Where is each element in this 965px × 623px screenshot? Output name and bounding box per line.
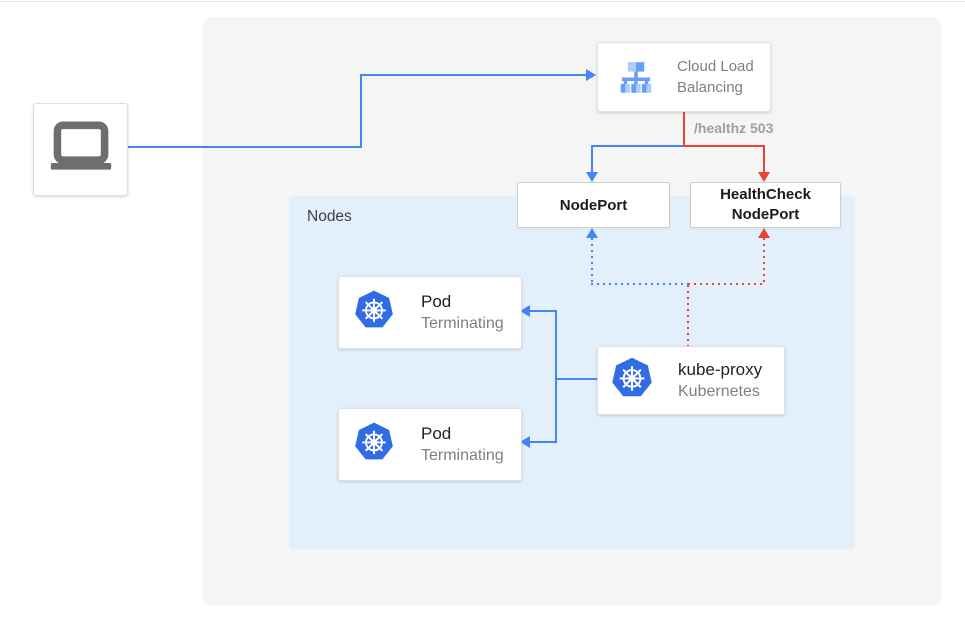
kube-proxy-node: kube-proxy Kubernetes [597, 346, 785, 415]
nodeport-node: NodePort [517, 182, 670, 228]
edge-lb-down-red [683, 110, 685, 147]
client-node [33, 103, 128, 196]
arrowhead-proxy-to-nodeport [586, 228, 598, 238]
edge-pods-v [555, 310, 557, 443]
arrowhead-into-pod1 [520, 305, 530, 317]
edge-proxy-out-h [555, 378, 597, 380]
dotted-red-h [688, 283, 765, 285]
edge-client-to-lb-v [360, 74, 362, 148]
arrowhead-into-healthcheck [758, 172, 770, 182]
pod-title: Pod [421, 292, 452, 311]
arrowhead-into-nodeport [586, 172, 598, 182]
cloud-load-balancing-label: Cloud Load Balancing [677, 58, 754, 96]
edge-to-pod2-h [529, 441, 557, 443]
pod-node-2: Pod Terminating [338, 408, 522, 481]
edge-to-pod1-h [529, 310, 557, 312]
edge-to-healthcheck-v [763, 145, 765, 172]
arrowhead-into-pod2 [520, 436, 530, 448]
nodeport-label: NodePort [559, 196, 628, 214]
healthcheck-label-line2: NodePort [731, 206, 800, 223]
pod-status: Terminating [421, 315, 504, 332]
pod-node-1: Pod Terminating [338, 276, 522, 349]
kubernetes-icon [610, 356, 654, 405]
pod-title: Pod [421, 424, 452, 443]
healthz-status-label: /healthz 503 [694, 120, 774, 136]
dotted-red-v-mid [687, 285, 689, 346]
edge-branch-blue-h [592, 145, 685, 147]
edge-branch-red-h [683, 145, 765, 147]
healthcheck-label-line1: HealthCheck [720, 186, 811, 203]
healthcheck-nodeport-node: HealthCheck NodePort [690, 182, 841, 228]
edge-client-to-lb-h2 [360, 74, 587, 76]
pod-status: Terminating [421, 447, 504, 464]
load-balancer-icon [616, 61, 656, 93]
nodes-region-label: Nodes [307, 208, 352, 225]
kube-proxy-title: kube-proxy [678, 360, 763, 379]
kube-proxy-subtitle: Kubernetes [678, 383, 760, 400]
arrowhead-into-lb [586, 69, 596, 81]
kubernetes-icon [353, 421, 395, 468]
dotted-red-v-right [763, 238, 765, 283]
edge-client-to-lb-h1 [126, 146, 362, 148]
edge-to-nodeport-v [591, 145, 593, 172]
dotted-blue-h [591, 283, 688, 285]
laptop-icon [48, 121, 114, 178]
arrowhead-proxy-to-healthcheck [758, 228, 770, 238]
cloud-load-balancing-node: Cloud Load Balancing [597, 42, 771, 112]
dotted-blue-v [591, 238, 593, 284]
kubernetes-icon [353, 289, 395, 336]
top-divider [0, 1, 965, 2]
